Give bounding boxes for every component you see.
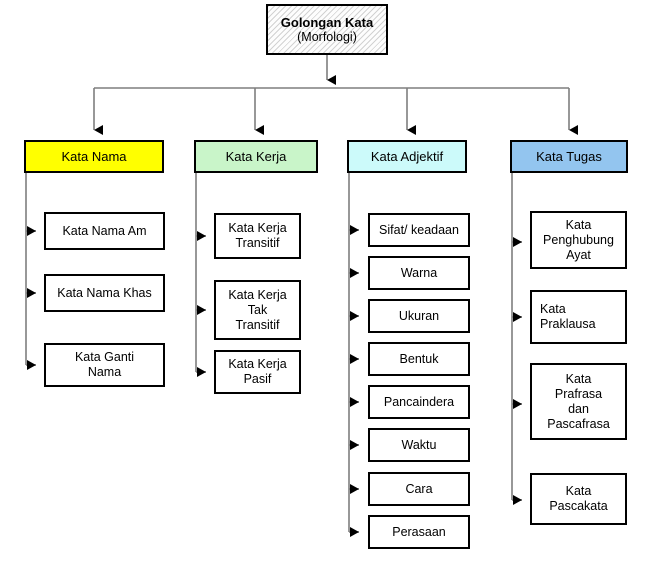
node-label: Kata Ganti Nama xyxy=(74,350,135,379)
node-label: Kata Prafrasa dan Pascafrasa xyxy=(547,371,610,431)
node-label: Kata Nama Khas xyxy=(57,285,152,300)
node-label: Cara xyxy=(405,481,433,496)
node-sifat-keadaan[interactable]: Sifat/ keadaan xyxy=(368,213,470,247)
header-label: Kata Adjektif xyxy=(370,149,444,164)
node-warna[interactable]: Warna xyxy=(368,256,470,290)
header-kata-tugas[interactable]: Kata Tugas xyxy=(510,140,628,173)
node-label: Bentuk xyxy=(399,351,439,366)
node-label: Kata Pascakata xyxy=(549,484,608,513)
root-node-golongan-kata[interactable]: Golongan Kata (Morfologi) xyxy=(266,4,388,55)
root-label-line1: Golongan Kata xyxy=(280,14,374,30)
header-kata-adjektif[interactable]: Kata Adjektif xyxy=(347,140,467,173)
header-label: Kata Tugas xyxy=(536,149,602,164)
node-kata-kerja-tak-transitif[interactable]: Kata Kerja Tak Transitif xyxy=(214,280,301,340)
root-label-line2: (Morfologi) xyxy=(297,29,357,44)
node-label: Kata Kerja Pasif xyxy=(228,357,287,386)
node-ukuran[interactable]: Ukuran xyxy=(368,299,470,333)
node-kata-nama-khas[interactable]: Kata Nama Khas xyxy=(44,274,165,312)
node-cara[interactable]: Cara xyxy=(368,472,470,506)
node-label: Sifat/ keadaan xyxy=(379,222,459,237)
node-kata-pascakata[interactable]: Kata Pascakata xyxy=(530,473,627,525)
node-label: Warna xyxy=(400,265,438,280)
node-label: Waktu xyxy=(401,437,437,452)
node-kata-kerja-pasif[interactable]: Kata Kerja Pasif xyxy=(214,350,301,394)
node-kata-praklausa[interactable]: Kata Praklausa xyxy=(530,290,627,344)
node-label: Perasaan xyxy=(392,524,446,539)
node-label: Kata Kerja Tak Transitif xyxy=(228,287,287,332)
node-label: Kata Praklausa xyxy=(540,302,596,331)
node-label: Kata Nama Am xyxy=(62,223,147,238)
header-kata-kerja[interactable]: Kata Kerja xyxy=(194,140,318,173)
node-label: Ukuran xyxy=(398,308,440,323)
node-label: Kata Penghubung Ayat xyxy=(543,217,614,262)
header-kata-nama[interactable]: Kata Nama xyxy=(24,140,164,173)
node-bentuk[interactable]: Bentuk xyxy=(368,342,470,376)
node-waktu[interactable]: Waktu xyxy=(368,428,470,462)
node-kata-penghubung-ayat[interactable]: Kata Penghubung Ayat xyxy=(530,211,627,269)
node-perasaan[interactable]: Perasaan xyxy=(368,515,470,549)
node-pancaindera[interactable]: Pancaindera xyxy=(368,385,470,419)
node-label: Kata Kerja Transitif xyxy=(228,221,287,250)
header-label: Kata Kerja xyxy=(225,149,287,164)
node-kata-kerja-transitif[interactable]: Kata Kerja Transitif xyxy=(214,213,301,259)
node-kata-ganti-nama[interactable]: Kata Ganti Nama xyxy=(44,343,165,387)
node-label: Pancaindera xyxy=(383,394,455,409)
header-label: Kata Nama xyxy=(61,149,127,164)
node-kata-prafrasa-dan-pascafrasa[interactable]: Kata Prafrasa dan Pascafrasa xyxy=(530,363,627,440)
node-kata-nama-am[interactable]: Kata Nama Am xyxy=(44,212,165,250)
